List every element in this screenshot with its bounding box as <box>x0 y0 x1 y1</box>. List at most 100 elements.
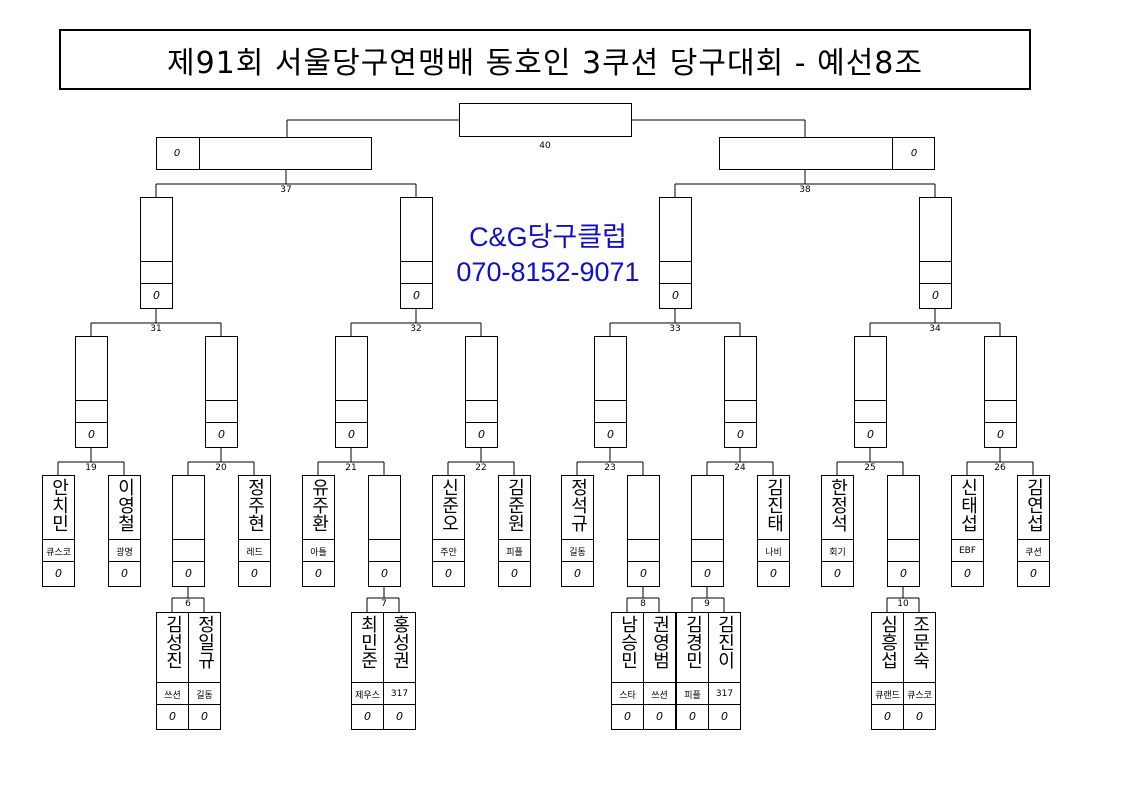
score-cell[interactable]: 0 <box>574 566 581 580</box>
player-name: 최민준 <box>357 615 379 669</box>
score-cell[interactable]: 0 <box>121 566 128 580</box>
winner-slot[interactable]: 0 <box>627 475 660 587</box>
player-club: 큐랜드 <box>875 690 900 701</box>
cell-divider <box>206 422 237 423</box>
advert-phone: 070-8152-9071 <box>456 257 640 287</box>
cell-divider <box>173 539 204 540</box>
score-cell[interactable]: 0 <box>656 709 663 723</box>
score-cell[interactable]: 0 <box>169 709 176 723</box>
score-cell[interactable]: 0 <box>381 566 388 580</box>
player-club: 317 <box>715 689 734 699</box>
winner-slot[interactable]: 0 <box>659 197 692 309</box>
cell-divider <box>384 682 415 683</box>
score-cell[interactable]: 0 <box>997 427 1004 441</box>
score-cell[interactable]: 0 <box>916 709 923 723</box>
winner-slot[interactable]: 0 <box>854 336 887 448</box>
score-cell[interactable]: 0 <box>607 427 614 441</box>
score-cell[interactable]: 0 <box>251 566 258 580</box>
winner-slot[interactable]: 0 <box>984 336 1017 448</box>
score-cell[interactable]: 0 <box>884 709 891 723</box>
score-cell[interactable]: 0 <box>640 566 647 580</box>
score-cell[interactable]: 0 <box>867 427 874 441</box>
score-cell[interactable]: 0 <box>932 288 939 302</box>
score-cell[interactable]: 0 <box>88 427 95 441</box>
cell-divider <box>336 422 367 423</box>
final-winner-slot[interactable] <box>459 103 632 137</box>
player-name: 신준오 <box>438 478 460 532</box>
winner-slot[interactable]: 0 <box>465 336 498 448</box>
score-cell[interactable]: 0 <box>910 148 918 159</box>
score-cell[interactable]: 0 <box>1030 566 1037 580</box>
winner-slot[interactable]: 0 <box>594 336 627 448</box>
winner-slot[interactable]: 0 <box>400 197 433 309</box>
winner-slot[interactable]: 0 <box>205 336 238 448</box>
score-cell[interactable]: 0 <box>478 427 485 441</box>
score-cell[interactable]: 0 <box>511 566 518 580</box>
winner-slot[interactable]: 0 <box>75 336 108 448</box>
semifinal-slot[interactable]: 0 <box>719 137 935 170</box>
score-cell[interactable]: 0 <box>185 566 192 580</box>
score-cell[interactable]: 0 <box>173 148 181 159</box>
score-cell[interactable]: 0 <box>834 566 841 580</box>
player-name: 이영철 <box>114 478 136 532</box>
score-cell[interactable]: 0 <box>153 288 160 302</box>
cell-divider <box>888 561 919 562</box>
score-cell[interactable]: 0 <box>218 427 225 441</box>
score-cell[interactable]: 0 <box>445 566 452 580</box>
score-cell[interactable]: 0 <box>964 566 971 580</box>
score-cell[interactable]: 0 <box>396 709 403 723</box>
tournament-title: 제91회 서울당구연맹배 동호인 3쿠션 당구대회 - 예선8조 <box>59 29 1031 90</box>
semifinal-slot[interactable]: 0 <box>156 137 372 170</box>
winner-slot[interactable]: 0 <box>335 336 368 448</box>
player-name: 한정석 <box>827 478 849 532</box>
score-cell[interactable]: 0 <box>900 566 907 580</box>
score-cell[interactable]: 0 <box>689 709 696 723</box>
score-cell[interactable]: 0 <box>721 709 728 723</box>
score-cell[interactable]: 0 <box>364 709 371 723</box>
score-cell[interactable]: 0 <box>737 427 744 441</box>
cell-divider <box>43 539 74 540</box>
winner-slot[interactable]: 0 <box>172 475 205 587</box>
winner-slot[interactable]: 0 <box>368 475 401 587</box>
match-number: 38 <box>798 185 812 195</box>
score-cell[interactable]: 0 <box>672 288 679 302</box>
score-cell[interactable]: 0 <box>704 566 711 580</box>
winner-slot[interactable]: 0 <box>691 475 724 587</box>
cell-divider <box>725 400 756 401</box>
player-club: 큐스코 <box>46 547 71 558</box>
player-name: 김성진 <box>162 615 184 669</box>
winner-slot[interactable]: 0 <box>919 197 952 309</box>
score-cell[interactable]: 0 <box>770 566 777 580</box>
score-cell[interactable]: 0 <box>201 709 208 723</box>
score-cell[interactable]: 0 <box>348 427 355 441</box>
cell-divider <box>595 422 626 423</box>
winner-slot[interactable]: 0 <box>140 197 173 309</box>
score-cell[interactable]: 0 <box>413 288 420 302</box>
score-cell[interactable]: 0 <box>315 566 322 580</box>
winner-slot[interactable]: 0 <box>724 336 757 448</box>
score-cell[interactable]: 0 <box>55 566 62 580</box>
score-cell[interactable]: 0 <box>624 709 631 723</box>
winner-slot[interactable]: 0 <box>887 475 920 587</box>
